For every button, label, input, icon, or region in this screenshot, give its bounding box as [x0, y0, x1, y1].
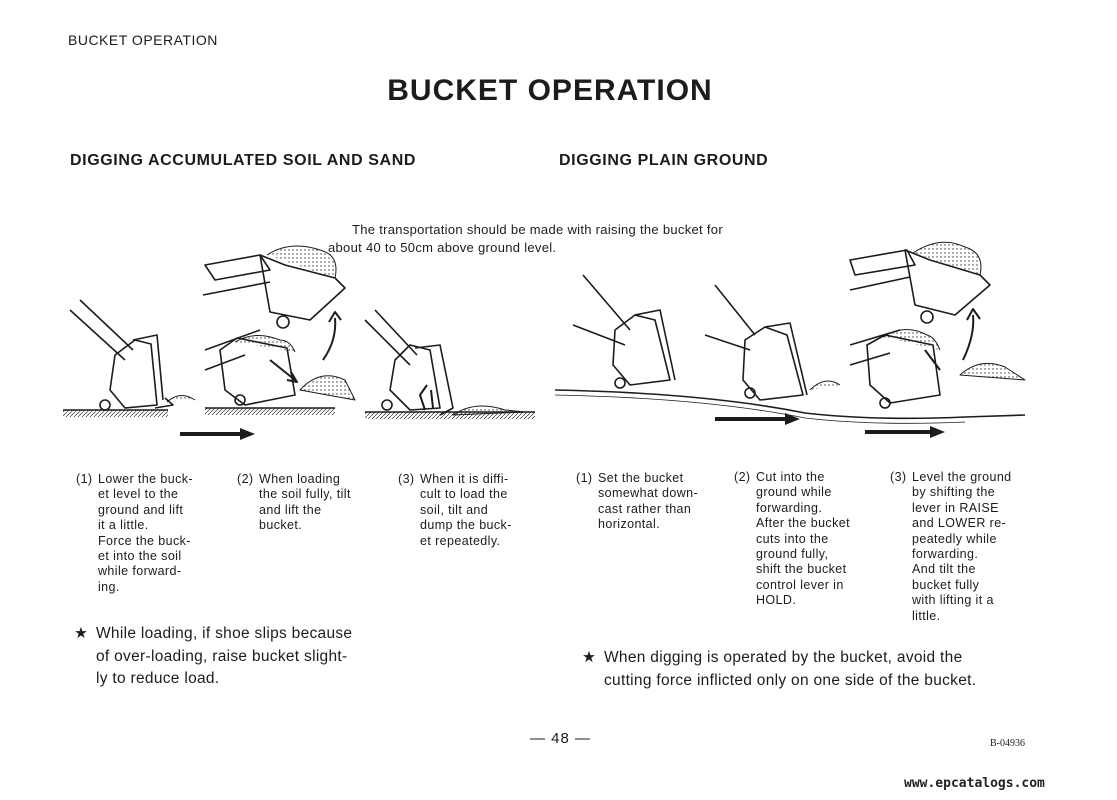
transport-note-line: about 40 to 50cm above ground level.: [328, 240, 557, 255]
page-number: — 48 —: [530, 730, 592, 747]
step-text: Force the buck-: [98, 533, 191, 548]
plain-ground-illustration: [555, 241, 1026, 438]
step-text: shift the bucket: [756, 562, 847, 577]
running-header: BUCKET OPERATION: [68, 32, 218, 48]
step-text: control lever in: [756, 577, 844, 592]
accumulated-soil-illustration: [63, 245, 535, 440]
step-text: ground and lift: [98, 502, 184, 517]
step-number: (2): [237, 472, 254, 486]
transport-note: The transportation should be made with r…: [328, 221, 788, 257]
step-text: cast rather than: [598, 501, 692, 516]
section-title-accumulated-soil: DIGGING ACCUMULATED SOIL AND SAND: [70, 152, 417, 169]
step-text: When loading: [259, 472, 341, 486]
page-title: BUCKET OPERATION: [387, 74, 713, 107]
step-text: forwarding.: [756, 500, 823, 515]
step-text: soil, tilt and: [420, 502, 489, 517]
step-text: bucket fully: [912, 577, 980, 592]
watermark-link[interactable]: www.epcatalogs.com: [904, 776, 1045, 791]
step-text: cuts into the: [756, 531, 829, 546]
step-text: dump the buck-: [420, 518, 512, 533]
step-text: et into the soil: [98, 549, 182, 564]
step-text: somewhat down-: [598, 486, 699, 501]
step-text: After the bucket: [756, 516, 850, 531]
star-icon: ★: [74, 625, 89, 642]
step-text: When it is diffi-: [420, 472, 509, 486]
note-text: ly to reduce load.: [96, 670, 220, 687]
note-text: of over-loading, raise bucket slight-: [96, 647, 348, 665]
step-text: with lifting it a: [912, 593, 994, 608]
step-text: by shifting the: [912, 485, 996, 500]
step-text: And tilt the: [912, 562, 976, 577]
step-text: Set the bucket: [598, 471, 684, 485]
step-text: ing.: [98, 579, 120, 594]
step-text: and LOWER re-: [912, 516, 1007, 531]
step-text: and lift the: [259, 502, 322, 517]
step-text: ground fully,: [756, 547, 829, 562]
step-number: (2): [734, 470, 751, 484]
step-text: cult to load the: [420, 487, 508, 502]
step-text: Cut into the: [756, 470, 825, 484]
step-text: while forward-: [98, 564, 182, 579]
step-text: et level to the: [98, 487, 179, 502]
step-text: lever in RAISE: [912, 500, 999, 515]
step-text: Lower the buck-: [98, 472, 193, 486]
step-text: the soil fully, tilt: [259, 487, 351, 502]
step-number: (3): [890, 470, 907, 484]
step-text: it a little.: [98, 518, 149, 533]
step-text: HOLD.: [756, 593, 797, 608]
step-text: ground while: [756, 485, 832, 500]
note-text: While loading, if shoe slips because: [96, 625, 353, 642]
step-text: bucket.: [259, 518, 303, 533]
transport-note-line: The transportation should be made with r…: [352, 222, 723, 237]
document-code: B-04936: [990, 738, 1025, 749]
note-text: When digging is operated by the bucket, …: [604, 649, 963, 666]
step-number: (1): [576, 471, 593, 485]
step-number: (3): [398, 472, 415, 486]
step-text: Level the ground: [912, 470, 1012, 484]
step-text: peatedly while: [912, 531, 997, 546]
step-text: forwarding.: [912, 547, 979, 562]
step-text: little.: [912, 608, 941, 623]
step-number: (1): [76, 472, 93, 486]
note-text: cutting force inflicted only on one side…: [604, 671, 977, 689]
step-text: horizontal.: [598, 517, 661, 532]
section-title-plain-ground: DIGGING PLAIN GROUND: [559, 152, 769, 169]
step-text: et repeatedly.: [420, 533, 501, 548]
star-icon: ★: [582, 649, 597, 666]
